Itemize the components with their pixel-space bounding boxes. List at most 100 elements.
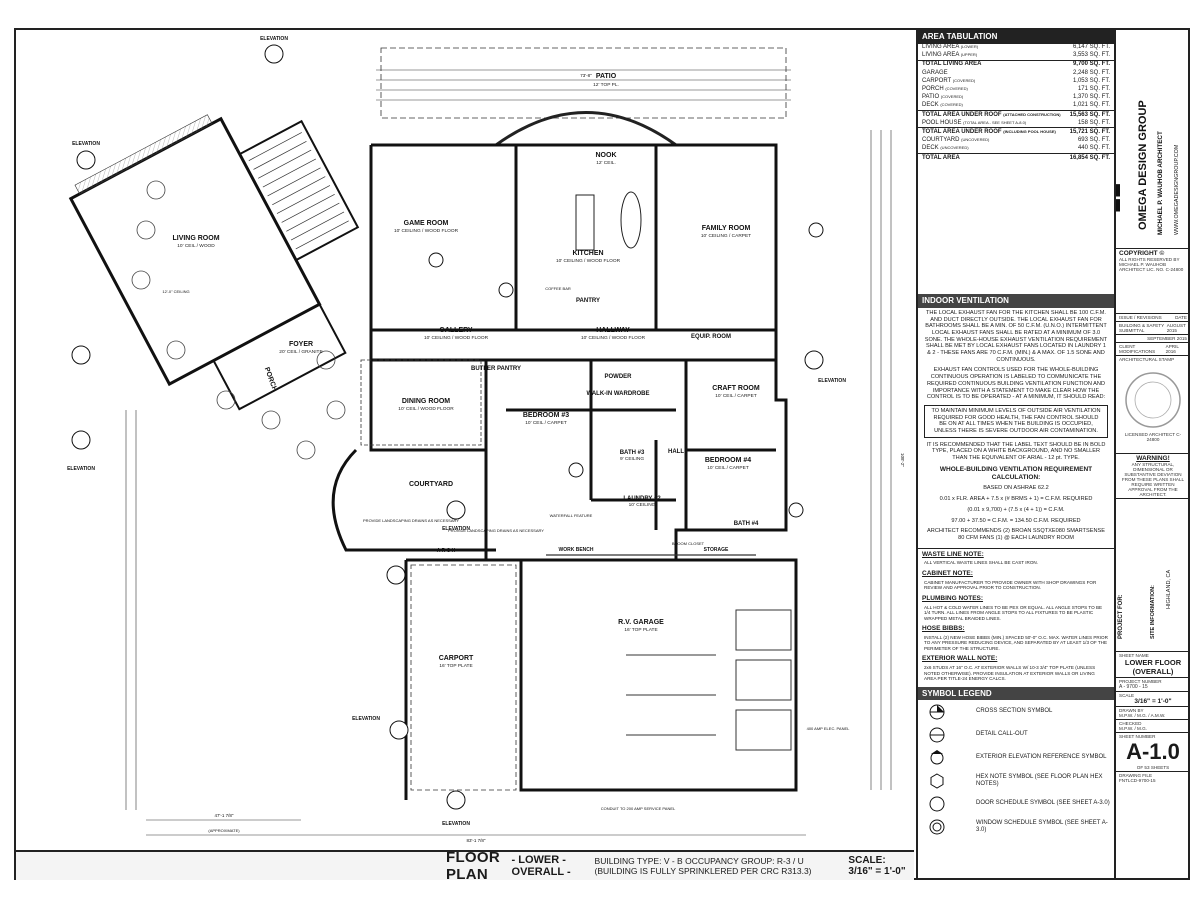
dining-rug — [360, 359, 482, 446]
general-note-text: CABINET MANUFACTURER TO PROVIDE OWNER WI… — [924, 579, 1097, 591]
room-sub-bed4: 10' CEIL / CARPET — [707, 465, 749, 471]
panel-label: 400 AMP ELEC. PANEL — [807, 726, 851, 731]
room-label-equip: EQUIP. ROOM — [691, 334, 731, 340]
area-row-label: CARPORT (COVERED) — [922, 78, 975, 85]
calc-title: WHOLE-BUILDING VENTILATION REQUIREMENT C… — [939, 465, 1093, 481]
top-dimension-lines — [125, 69, 892, 836]
elevation-ref-icon — [930, 749, 944, 765]
room-label-hallway: HALLWAY — [596, 327, 630, 334]
drawn-cell: DRAWN BY M.P.W. / M.G. / A.M.W. — [1116, 706, 1190, 719]
kitchen-table — [620, 191, 642, 249]
sheet-number-cell: SHEET NUMBER A-1.0 OF 53 SHEETS — [1116, 732, 1190, 771]
project-block: PROJECT FOR: SITE INFORMATION: HIGHLAND,… — [1116, 498, 1190, 651]
area-label: TOTAL AREA UNDER ROOF — [922, 128, 1002, 135]
area-row-value: 6,147 SQ. FT. — [1073, 44, 1110, 51]
legend-label: EXTERIOR ELEVATION REFERENCE SYMBOL — [976, 754, 1107, 761]
kitchen-island — [575, 194, 595, 251]
area-value: 158 — [1077, 119, 1088, 126]
room-sub-family: 10' CEILING / CARPET — [701, 233, 751, 239]
area-unit: SQ. FT. — [1089, 61, 1110, 68]
elevation-label-south: ELEVATION — [442, 821, 470, 827]
project-number-cell: PROJECT NUMBER A - 9700 - 15 — [1116, 677, 1190, 691]
issue-date: APRIL 2016 — [1165, 344, 1179, 354]
workbench-label: WORK BENCH — [559, 547, 594, 553]
omega-logo-icon: Ω OMEGA DESIGN GROUP MICHAEL P. WAUHOB A… — [1087, 100, 1180, 235]
area-label: TOTAL AREA — [922, 154, 960, 161]
area-row-value: 1,021 SQ. FT. — [1073, 102, 1110, 109]
arch-label: A R C H — [437, 548, 456, 554]
storage-label: STORAGE — [704, 547, 729, 553]
elevation-label-nw: ELEVATION — [72, 141, 100, 147]
room-label-game: GAME ROOM — [404, 220, 449, 227]
room-label-patio: PATIO — [596, 73, 617, 80]
room-label-walkin: WALK-IN WARDROBE — [587, 391, 650, 397]
room-label-porch: PORCH — [263, 366, 278, 392]
area-row-value: 9,700 SQ. FT. — [1073, 61, 1110, 68]
landscaping-note-2: PROVIDE LANDSCAPING DRAINS AS NECESSARY — [448, 528, 544, 533]
area-label: LIVING AREA — [922, 44, 960, 51]
sheet-number-value: A-1.0 — [1126, 739, 1180, 764]
area-unit: SQ. FT. — [1089, 111, 1110, 118]
legend-label: CROSS SECTION SYMBOL — [976, 708, 1053, 715]
room-sub-patio: 12' TOP PL. — [593, 82, 619, 88]
area-note: (UNCOVERED) — [961, 137, 990, 143]
general-note-text: 2x6 STUDS AT 16" O.C. AT EXTERIOR WALLS … — [924, 665, 1096, 682]
dim-overall-bottom: 83'-1 7/8" — [467, 838, 486, 843]
issue-header: ISSUE / REVISIONS DATE — [1116, 313, 1190, 321]
copyright-block: COPYRIGHT © ALL RIGHTS RESERVED BY MICHA… — [1116, 248, 1190, 273]
room-sub-gallery: 10' CEILING / WOOD FLOOR — [424, 335, 489, 341]
ventilation-title: INDOOR VENTILATION — [918, 294, 1114, 308]
project-label: PROJECT FOR: — [1118, 594, 1124, 639]
notes-column: AREA TABULATION LIVING AREA (LOWER)6,147… — [916, 30, 1114, 878]
elevation-label-top: ELEVATION — [260, 36, 288, 42]
detail-callout-icon — [929, 727, 945, 743]
dim-right-overall: 108'-2" — [900, 453, 905, 467]
area-row: DECK (UNCOVERED)440 SQ. FT. — [918, 145, 1114, 153]
area-row-label: COURTYARD (UNCOVERED) — [922, 137, 989, 144]
elevation-label-east: ELEVATION — [818, 378, 846, 384]
hex-note-icon — [930, 773, 944, 789]
room-sub-dining: 10' CEIL / WOOD FLOOR — [398, 406, 454, 412]
sheet-number-label: SHEET NUMBER — [1119, 734, 1156, 739]
scale-label: SCALE — [1119, 693, 1135, 698]
ventilation-p4: IT IS RECOMMENDED THAT THE LABEL TEXT SH… — [926, 441, 1106, 462]
room-sub-living: 10' CEIL / WOOD — [177, 243, 215, 249]
area-note: (UPPER) — [960, 52, 978, 58]
area-row-label: GARAGE — [922, 70, 948, 77]
stamp-label: ARCHITECTURAL STAMP — [1119, 357, 1175, 362]
area-value: 2,248 — [1072, 69, 1088, 76]
area-row-label: TOTAL AREA UNDER ROOF (INCLUDING POOL HO… — [922, 129, 1056, 136]
area-value: 3,553 — [1072, 52, 1088, 59]
calc-4: 97.00 + 37.50 = C.F.M. = 134.50 C.F.M. R… — [951, 517, 1081, 524]
room-label-rvgarage: R.V. GARAGE — [618, 619, 664, 626]
room-sub-rvgarage: 16' TOP PLATE — [624, 627, 657, 633]
room-sub-game: 10' CEILING / WOOD FLOOR — [394, 228, 459, 234]
area-note: (UNCOVERED) — [940, 145, 969, 151]
area-row: POOL HOUSE (TOTAL AREA - SEE SHEET A-8.0… — [918, 119, 1114, 127]
copyright-text: ALL RIGHTS RESERVED BY MICHAEL P. WAUHOB… — [1119, 257, 1184, 272]
area-label: POOL HOUSE — [922, 119, 962, 126]
area-row-value: 3,553 SQ. FT. — [1073, 52, 1110, 59]
legend-item: EXTERIOR ELEVATION REFERENCE SYMBOL — [918, 746, 1114, 769]
area-unit: SQ. FT. — [1089, 128, 1110, 135]
general-note-text: ALL HOT & COLD WATER LINES TO BE PEX OR … — [924, 604, 1103, 621]
site-label: SITE INFORMATION: — [1150, 585, 1156, 639]
area-label: COURTYARD — [922, 137, 960, 144]
stamp-text: LICENSED ARCHITECT C-24800 — [1124, 432, 1182, 442]
area-value: 1,053 — [1072, 77, 1088, 84]
room-label-bath4: BATH #4 — [734, 521, 759, 527]
issue-header-label: ISSUE / REVISIONS — [1119, 315, 1162, 320]
area-label: PORCH — [922, 86, 944, 93]
room-sub-hallway: 10' CEILING / WOOD FLOOR — [581, 335, 646, 341]
issue-date: SEPTEMBER 2015 — [1147, 336, 1187, 341]
checked-value: M.P.W. / M.G. — [1119, 726, 1147, 731]
elevation-label-carport: ELEVATION — [352, 716, 380, 722]
area-tabulation-title: AREA TABULATION — [918, 30, 1114, 44]
landscaping-note-1: PROVIDE LANDSCAPING DRAINS AS NECESSARY — [363, 518, 459, 523]
area-value: 16,854 — [1069, 154, 1088, 161]
legend-label: WINDOW SCHEDULE SYMBOL (SEE SHEET A-3.0) — [976, 819, 1108, 833]
logo-area: Ω OMEGA DESIGN GROUP MICHAEL P. WAUHOB A… — [1087, 30, 1190, 248]
legend-label: HEX NOTE SYMBOL (SEE FLOOR PLAN HEX NOTE… — [976, 773, 1103, 787]
area-unit: SQ. FT. — [1089, 145, 1110, 152]
